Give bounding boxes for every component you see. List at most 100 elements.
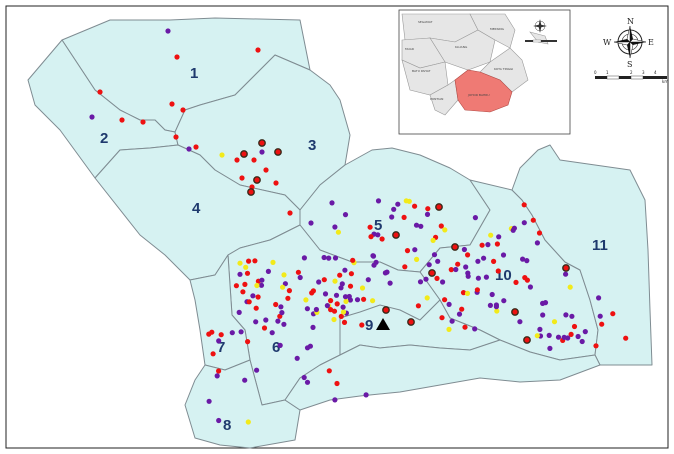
- zone-label-2: 2: [100, 130, 108, 147]
- zone-label-11: 11: [592, 237, 608, 254]
- sample-point: [246, 299, 252, 305]
- sample-point: [472, 215, 478, 221]
- sample-point: [493, 304, 499, 310]
- sample-point: [278, 304, 284, 310]
- inset-label-johor-bahru: JOHOR BAHRU: [467, 93, 490, 97]
- sample-point: [382, 306, 390, 314]
- sample-point: [412, 247, 418, 253]
- sample-point: [382, 270, 388, 276]
- sample-point: [370, 298, 376, 304]
- sample-point: [193, 144, 199, 150]
- sample-point: [565, 335, 571, 341]
- zone-label-3: 3: [308, 137, 316, 154]
- sample-point: [582, 329, 588, 335]
- sample-point: [255, 47, 261, 53]
- sample-point: [511, 225, 517, 231]
- sample-point: [340, 309, 347, 315]
- sample-point: [446, 326, 452, 332]
- zone-8-area: [184, 359, 301, 449]
- sample-point: [359, 322, 365, 328]
- sample-point: [523, 336, 531, 344]
- sample-point: [216, 368, 222, 374]
- sample-point: [270, 259, 276, 265]
- sample-point: [169, 101, 175, 107]
- inset-compass-icon: [533, 19, 547, 33]
- sample-point: [337, 272, 343, 278]
- sample-point: [426, 262, 432, 268]
- sample-point: [488, 232, 494, 238]
- sample-point: [254, 282, 260, 289]
- sample-point: [404, 248, 411, 254]
- sample-point: [511, 308, 519, 316]
- sample-point: [165, 28, 171, 34]
- sample-point: [253, 305, 259, 311]
- sample-point: [415, 303, 421, 309]
- sample-point: [285, 295, 291, 301]
- sample-point: [238, 329, 244, 335]
- sample-point: [354, 297, 361, 303]
- sample-point: [316, 279, 322, 285]
- inset-label-kluang: KLUANG: [455, 45, 468, 49]
- sample-point: [520, 256, 526, 262]
- sample-point: [240, 289, 246, 295]
- sample-point: [513, 279, 519, 285]
- sample-point: [338, 313, 344, 319]
- sample-point: [347, 297, 353, 303]
- scale-label-2: 2: [630, 70, 633, 75]
- sample-point: [250, 293, 256, 299]
- sample-point: [251, 157, 257, 163]
- sample-point: [418, 223, 424, 229]
- sample-point: [389, 214, 395, 220]
- sample-point: [350, 257, 356, 263]
- sample-point: [534, 240, 541, 246]
- inset-region-kluang: [429, 29, 496, 71]
- sample-points: [89, 28, 629, 425]
- inset-label-segamat: SEGAMAT: [418, 20, 433, 24]
- sample-point: [442, 297, 448, 303]
- sample-point: [347, 283, 354, 289]
- sample-point: [460, 290, 467, 296]
- sample-point: [547, 345, 553, 351]
- sample-point: [401, 214, 407, 220]
- sample-point: [459, 306, 465, 312]
- sample-point: [359, 285, 366, 291]
- sample-point: [342, 294, 349, 300]
- sample-point: [555, 334, 562, 340]
- sample-point: [242, 281, 248, 287]
- sample-point: [449, 318, 455, 324]
- sample-point: [342, 267, 348, 273]
- sample-point: [242, 377, 248, 383]
- sample-point: [494, 241, 500, 247]
- inset-scale-bar: [525, 39, 557, 43]
- sample-point: [402, 264, 408, 270]
- sample-point: [286, 288, 292, 294]
- sample-point: [413, 222, 420, 228]
- inset-label-mersing: MERSING: [490, 27, 505, 31]
- sample-point: [568, 331, 574, 337]
- sample-point: [517, 319, 523, 325]
- zone-label-6: 6: [272, 339, 280, 356]
- sample-point: [485, 242, 491, 248]
- sample-point: [417, 279, 424, 285]
- sample-point: [391, 206, 397, 212]
- sample-point: [361, 296, 367, 302]
- sample-point: [424, 211, 431, 217]
- sample-point: [243, 264, 249, 270]
- sample-point: [472, 326, 478, 332]
- sample-point: [496, 234, 502, 240]
- inset-label-pontian: PONTIAN: [430, 97, 443, 101]
- sample-point: [491, 258, 497, 264]
- sample-point: [259, 149, 265, 155]
- sample-point: [623, 335, 629, 341]
- sample-point: [322, 291, 329, 297]
- sample-point: [348, 271, 354, 277]
- sample-point: [501, 298, 507, 304]
- sample-point: [474, 287, 480, 293]
- sample-point: [442, 227, 448, 233]
- sample-point: [373, 259, 379, 265]
- sample-point: [439, 315, 445, 321]
- sample-point: [462, 324, 468, 330]
- sample-point: [265, 268, 271, 274]
- sample-point: [414, 256, 420, 262]
